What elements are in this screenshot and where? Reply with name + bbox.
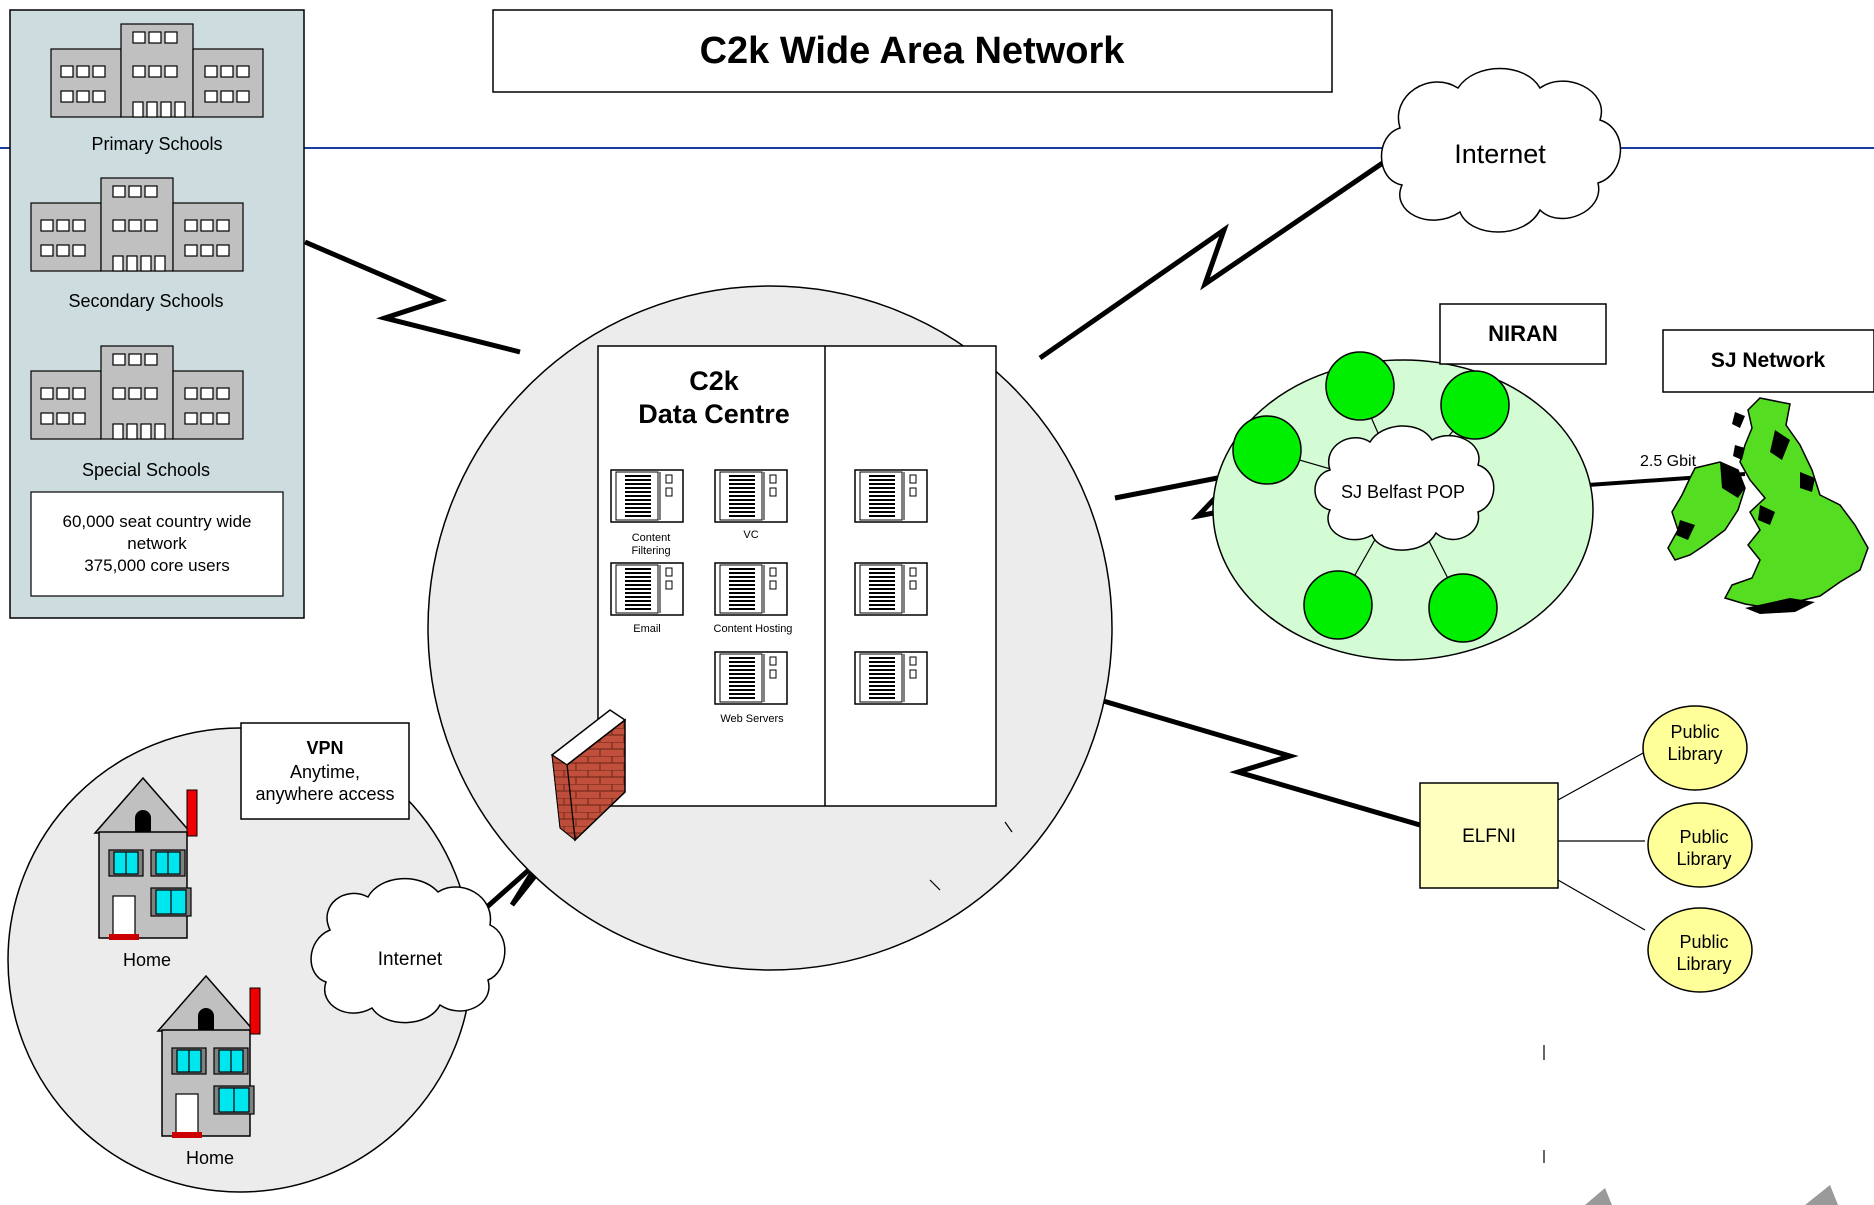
elfni-box	[1419, 782, 1559, 889]
home-label: Home	[186, 1148, 234, 1168]
public-library-label-line2: Library	[1676, 954, 1731, 974]
vpn-line2: anywhere access	[255, 784, 394, 804]
schools-stats-line1: 60,000 seat country wide	[62, 512, 251, 531]
public-library-label-line1: Public	[1679, 827, 1728, 847]
firewall-icon	[550, 709, 627, 842]
niran-node	[1303, 570, 1373, 640]
content-hosting-label: Content Hosting	[714, 623, 793, 635]
public-library-node	[1642, 705, 1748, 791]
email-label: Email	[633, 623, 661, 635]
diagram-title: C2k Wide Area Network	[700, 30, 1126, 72]
public-library-label-line1: Public	[1670, 722, 1719, 742]
data-centre-title-line1: C2k	[689, 366, 740, 396]
public-library-label-line2: Library	[1667, 744, 1722, 764]
web-servers-label: Web Servers	[720, 713, 784, 725]
title-box	[492, 9, 1333, 93]
niran-label-box	[1439, 303, 1607, 365]
server-icon	[854, 562, 928, 616]
link-speed-label: 2.5 Gbit	[1640, 453, 1697, 470]
link-hub-to-elfni	[1099, 697, 1421, 828]
special-schools-label: Special Schools	[82, 460, 210, 480]
public-library-label-line2: Library	[1676, 849, 1731, 869]
public-library-label-line1: Public	[1679, 932, 1728, 952]
link-hub-to-internet	[1038, 155, 1392, 361]
content-filtering-label-line2: Filtering	[631, 545, 670, 557]
content-hosting-server-icon	[714, 562, 788, 616]
uk-map-icon	[1667, 397, 1869, 614]
hub-tick	[1004, 821, 1013, 833]
decorative-swoosh	[1585, 1185, 1838, 1205]
vc-server-icon	[714, 469, 788, 523]
sj-belfast-pop-cloud-icon	[1314, 425, 1495, 551]
email-server-icon	[610, 562, 684, 616]
niran-node	[1232, 415, 1302, 485]
elfni-label: ELFNI	[1462, 826, 1516, 847]
secondary-schools-label: Secondary Schools	[68, 291, 223, 311]
primary-schools-label: Primary Schools	[91, 134, 222, 154]
internet-label: Internet	[1454, 139, 1546, 169]
public-library-node	[1647, 802, 1753, 888]
schools-stats-line3: 375,000 core users	[84, 556, 230, 575]
vpn-label-box	[240, 722, 410, 820]
server-icon	[854, 651, 928, 705]
schools-stats-line2: network	[127, 534, 187, 553]
sj-network-label: SJ Network	[1711, 349, 1826, 372]
vpn-line1: Anytime,	[290, 762, 360, 782]
public-library-node	[1647, 907, 1753, 993]
link-schools-to-hub	[304, 239, 521, 355]
vpn-internet-label: Internet	[378, 949, 443, 970]
server-icon	[854, 469, 928, 523]
hub-tick	[929, 879, 941, 891]
niran-node	[1440, 370, 1510, 440]
vpn-title: VPN	[306, 738, 343, 758]
sj-belfast-pop-label: SJ Belfast POP	[1341, 482, 1465, 502]
data-centre-title-line2: Data Centre	[638, 399, 790, 429]
sj-network-label-box	[1662, 329, 1874, 393]
internet-cloud-icon	[1380, 67, 1622, 233]
home-label: Home	[123, 950, 171, 970]
niran-label: NIRAN	[1488, 321, 1558, 346]
niran-node	[1325, 351, 1395, 421]
vpn-internet-cloud-icon	[310, 878, 506, 1024]
content-filtering-label-line1: Content	[632, 532, 671, 544]
vc-label: VC	[743, 529, 758, 541]
content-filtering-server-icon	[610, 469, 684, 523]
niran-node	[1428, 573, 1498, 643]
web-server-icon	[714, 651, 788, 705]
schools-stats-box	[30, 491, 284, 597]
